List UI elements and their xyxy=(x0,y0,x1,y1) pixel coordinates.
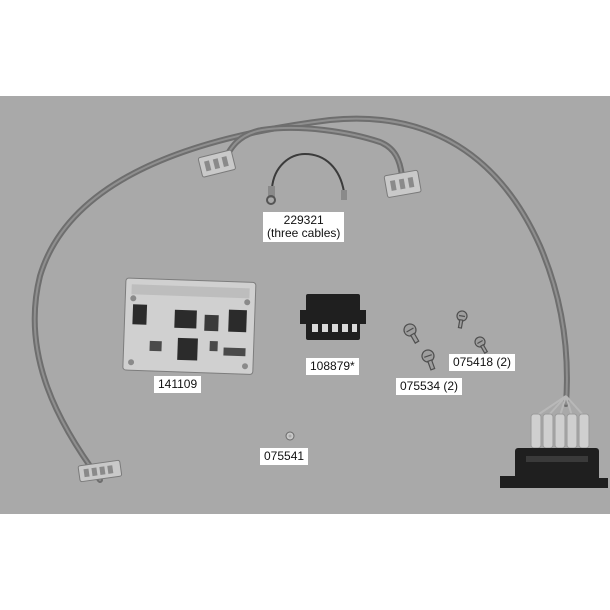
small-connector-icon xyxy=(77,459,123,483)
ground-wire-icon xyxy=(266,152,347,205)
circuit-board-icon xyxy=(122,277,257,375)
label-screw-b: 075534 (2) xyxy=(396,378,463,395)
twin-connector-cable xyxy=(197,124,422,198)
right-connector-icon xyxy=(383,169,422,198)
label-terminal-block-part: 108879* xyxy=(306,358,359,375)
parts-illustration xyxy=(31,115,608,488)
left-connector-icon xyxy=(197,149,236,178)
label-board-part: 141109 xyxy=(154,376,202,393)
label-screw-a: 075418 (2) xyxy=(449,354,516,371)
parts-photo: 229321 (three cables) 141109 108879* 075… xyxy=(0,96,610,514)
washer-icon xyxy=(285,431,295,441)
large-connector-icon xyxy=(500,448,608,488)
terminal-block-icon xyxy=(300,294,366,340)
long-cable xyxy=(31,115,570,483)
label-washer-part: 075541 xyxy=(260,448,309,465)
screw-icon xyxy=(403,310,489,371)
label-cable-part: 229321 (three cables) xyxy=(263,212,345,242)
heat-shrink-sleeves xyxy=(530,413,590,449)
